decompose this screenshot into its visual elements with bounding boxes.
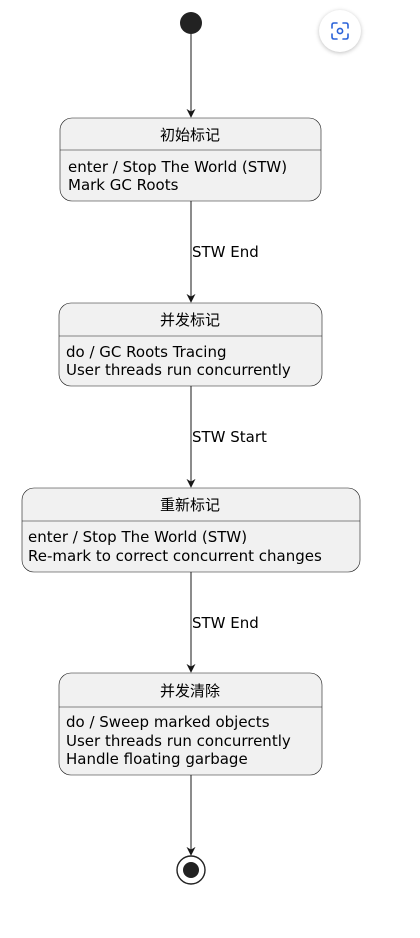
state-line: do / GC Roots Tracing bbox=[66, 343, 226, 361]
edge-label: STW End bbox=[192, 243, 259, 261]
state-line: User threads run concurrently bbox=[66, 732, 291, 750]
state-line: Mark GC Roots bbox=[68, 176, 179, 194]
scan-icon bbox=[331, 22, 349, 40]
scan-button[interactable] bbox=[319, 10, 361, 52]
state-initial-mark: 初始标记 enter / Stop The World (STW) Mark G… bbox=[59, 117, 322, 202]
state-line: Re-mark to correct concurrent changes bbox=[28, 547, 322, 565]
state-title: 并发标记 bbox=[160, 311, 220, 329]
state-line: User threads run concurrently bbox=[66, 361, 291, 379]
initial-node bbox=[180, 12, 202, 34]
state-title: 初始标记 bbox=[160, 126, 220, 144]
final-node bbox=[176, 855, 206, 885]
state-line: enter / Stop The World (STW) bbox=[68, 158, 287, 176]
diagram-canvas: 初始标记 enter / Stop The World (STW) Mark G… bbox=[21, 12, 361, 885]
state-diagram: 初始标记 enter / Stop The World (STW) Mark G… bbox=[21, 12, 361, 885]
edge-label: STW Start bbox=[192, 428, 267, 446]
state-title: 重新标记 bbox=[160, 496, 220, 514]
state-line: do / Sweep marked objects bbox=[66, 713, 270, 731]
state-remark: 重新标记 enter / Stop The World (STW) Re-mar… bbox=[21, 487, 361, 573]
edge-label: STW End bbox=[192, 614, 259, 632]
state-title: 并发清除 bbox=[160, 682, 220, 700]
state-concurrent-sweep: 并发清除 do / Sweep marked objects User thre… bbox=[58, 672, 323, 776]
state-concurrent-mark: 并发标记 do / GC Roots Tracing User threads … bbox=[58, 302, 323, 387]
state-line: enter / Stop The World (STW) bbox=[28, 528, 247, 546]
state-line: Handle floating garbage bbox=[66, 750, 248, 768]
